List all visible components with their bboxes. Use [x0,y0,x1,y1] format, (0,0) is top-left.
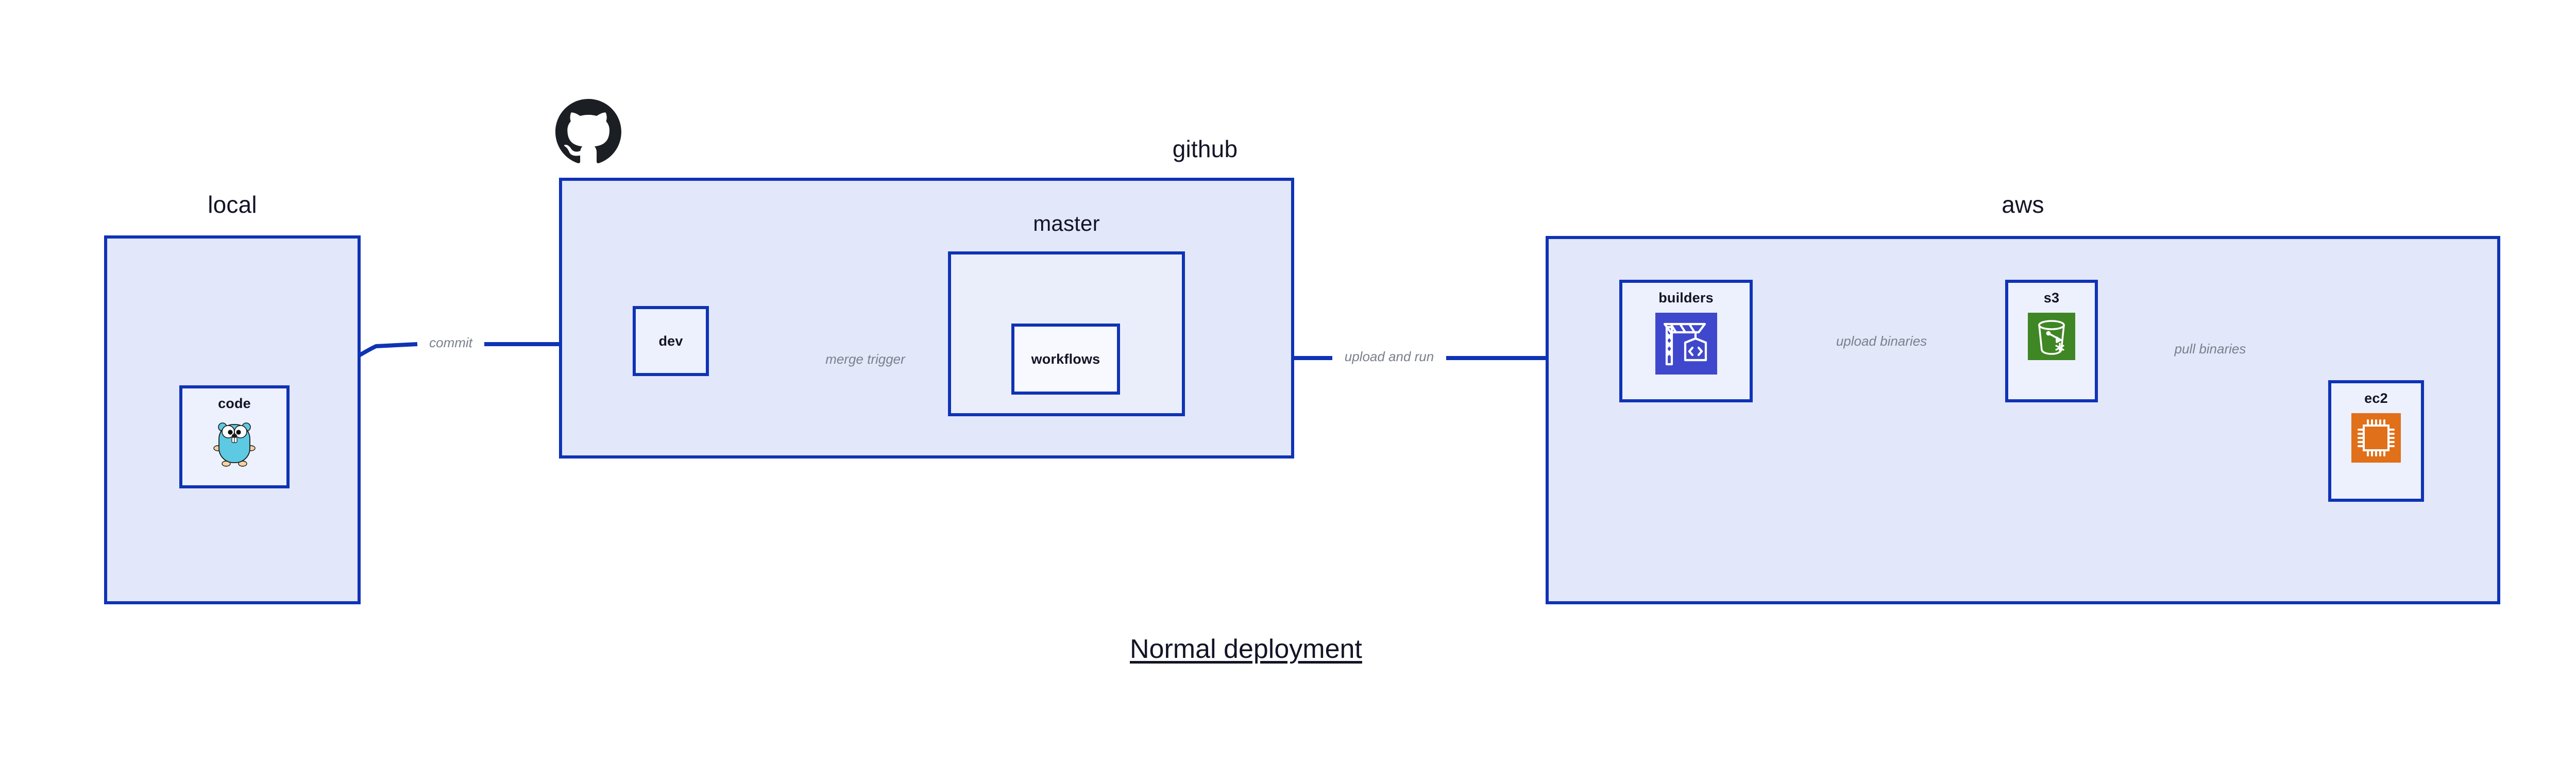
node-s3[interactable]: s3 [2005,280,2098,402]
node-label-builders: builders [1658,290,1714,305]
edge-label-pull-binaries: pull binaries [2174,341,2246,356]
node-label-ec2: ec2 [2364,390,2388,406]
node-code[interactable]: code [179,385,290,488]
node-label-s3: s3 [2043,290,2060,305]
edge-label-commit: commit [429,335,472,350]
node-label-code: code [218,396,251,411]
node-ec2[interactable]: ec2 [2328,380,2424,502]
node-label-dev: dev [658,333,683,349]
group-label-aws: aws [2002,191,2044,218]
aws-ec2-chip-icon [2351,413,2401,463]
github-octocat-logo [555,99,621,165]
subgroup-label-master: master [1033,211,1100,235]
group-label-github: github [1172,135,1238,162]
node-builders[interactable]: builders [1619,280,1753,402]
diagram-title: Normal deployment [1130,634,1362,664]
aws-s3-bucket-icon [2028,313,2075,360]
edge-label-upload-binaries: upload binaries [1836,333,1927,349]
node-workflows[interactable]: workflows [1011,324,1120,395]
group-label-local: local [208,191,257,218]
edge-label-upload-and-run: upload and run [1344,349,1434,364]
edge-label-merge-trigger: merge trigger [825,351,905,367]
aws-codebuild-icon [1655,313,1717,375]
node-label-workflows: workflows [1031,351,1100,367]
go-gopher-icon [211,418,258,468]
node-dev[interactable]: dev [633,306,709,376]
